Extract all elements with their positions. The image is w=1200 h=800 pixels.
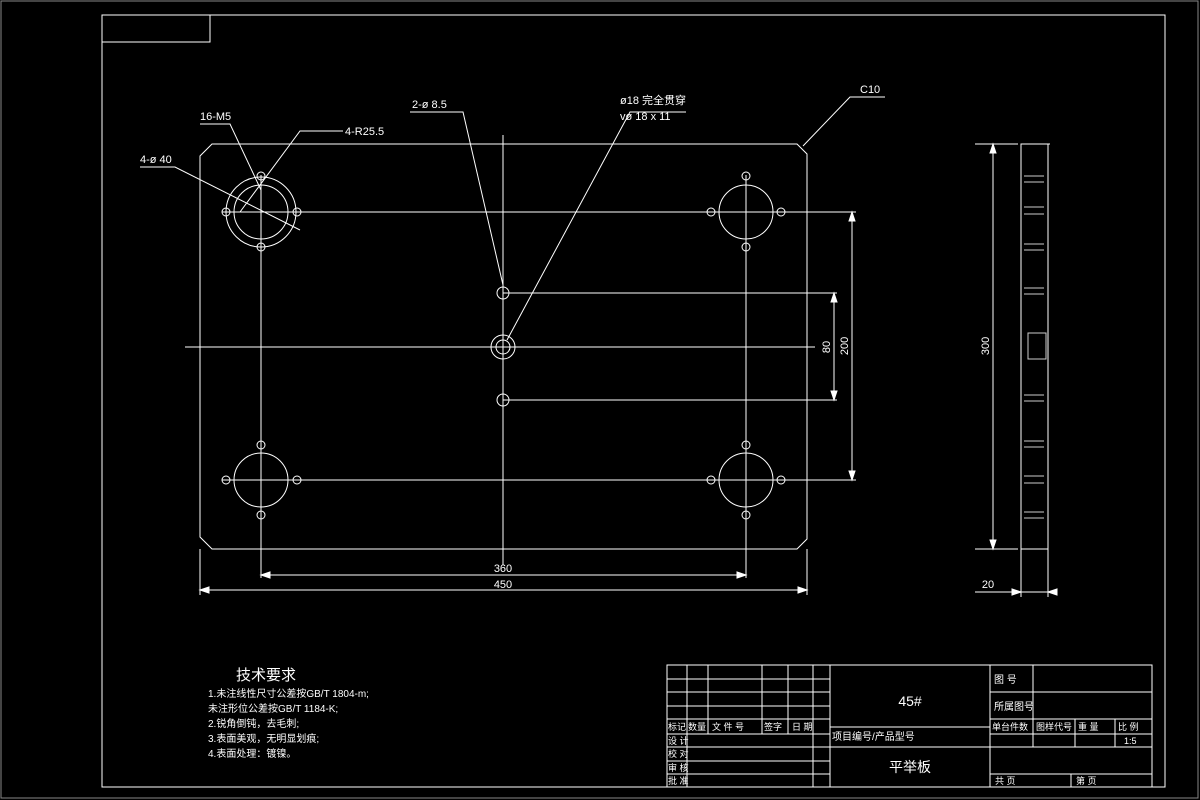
tech-line-2: 未注形位公差按GB/T 1184-K; [208, 702, 338, 715]
dim-width: 450 [494, 579, 512, 591]
plate-front-view [185, 135, 856, 578]
pin-hole-top [496, 286, 510, 300]
pocket-bottom-right [706, 440, 786, 520]
header-qty: 数量 [688, 721, 706, 732]
callout-counterbore: vø 18 x 11 [620, 111, 671, 123]
header-date: 日 期 [792, 722, 813, 732]
part-name: 平举板 [889, 759, 931, 775]
pocket-top-right [706, 171, 786, 252]
corner-box [101, 14, 211, 43]
sheet-number: 第 页 [1076, 775, 1097, 786]
center-hole-outer [490, 334, 516, 360]
center-hole-inner [495, 339, 511, 355]
role-approve: 批 准 [668, 775, 689, 786]
dim-pin-spacing: 80 [821, 341, 833, 353]
pin-hole-bottom [496, 393, 510, 407]
callout-through-hole: ø18 完全贯穿 [620, 93, 686, 107]
dim-thickness: 20 [982, 579, 994, 591]
header-sign: 签字 [764, 721, 782, 732]
callout-thread-holes: 16-M5 [200, 111, 231, 123]
leaders [140, 96, 885, 341]
role-review: 审 核 [668, 762, 689, 773]
dimension-lines [198, 142, 1058, 597]
material-label: 45# [898, 693, 922, 709]
plate-outline [199, 143, 808, 550]
drawing-no-label: 图 号 [994, 674, 1017, 686]
role-design: 设 计 [668, 735, 689, 746]
callout-pin-holes: 2-ø 8.5 [412, 99, 447, 111]
dim-hole-spacing-x: 360 [494, 563, 512, 575]
role-check: 校 对 [668, 748, 689, 759]
scale-value: 1:5 [1124, 736, 1137, 746]
dim-height: 300 [980, 337, 992, 355]
code-label: 图样代号 [1036, 721, 1072, 732]
stage-label: 单台件数 [992, 721, 1028, 732]
tech-line-1: 1.未注线性尺寸公差按GB/T 1804-m; [208, 687, 369, 700]
pocket-bottom-left [221, 440, 302, 520]
parent-drawing-label: 所属图号 [994, 701, 1034, 713]
tech-line-5: 4.表面处理：镀镍。 [208, 747, 296, 760]
callout-pocket-dia: 4-ø 40 [140, 154, 172, 166]
tech-requirements: 技术要求 1.未注线性尺寸公差按GB/T 1804-m; 未注形位公差按GB/T… [208, 667, 369, 760]
callout-chamfer: C10 [860, 84, 880, 96]
scale-label: 比 例 [1118, 721, 1139, 732]
plate-side-view [1020, 143, 1050, 550]
project-label: 项目编号/产品型号 [832, 730, 915, 743]
pocket-top-left [221, 171, 302, 252]
tech-line-3: 2.锐角倒钝，去毛刺; [208, 717, 299, 730]
sheets-total: 共 页 [995, 776, 1016, 786]
header-mark: 标记 [668, 721, 686, 732]
weight-label: 重 量 [1078, 721, 1099, 732]
callout-pocket-radius: 4-R25.5 [345, 126, 384, 138]
header-doc: 文 件 号 [712, 721, 744, 732]
title-block [666, 664, 1153, 788]
dim-hole-spacing-y: 200 [839, 337, 851, 355]
drawing-border [101, 14, 1166, 788]
tech-title: 技术要求 [236, 667, 296, 684]
tech-line-4: 3.表面美观，无明显划痕; [208, 732, 319, 745]
